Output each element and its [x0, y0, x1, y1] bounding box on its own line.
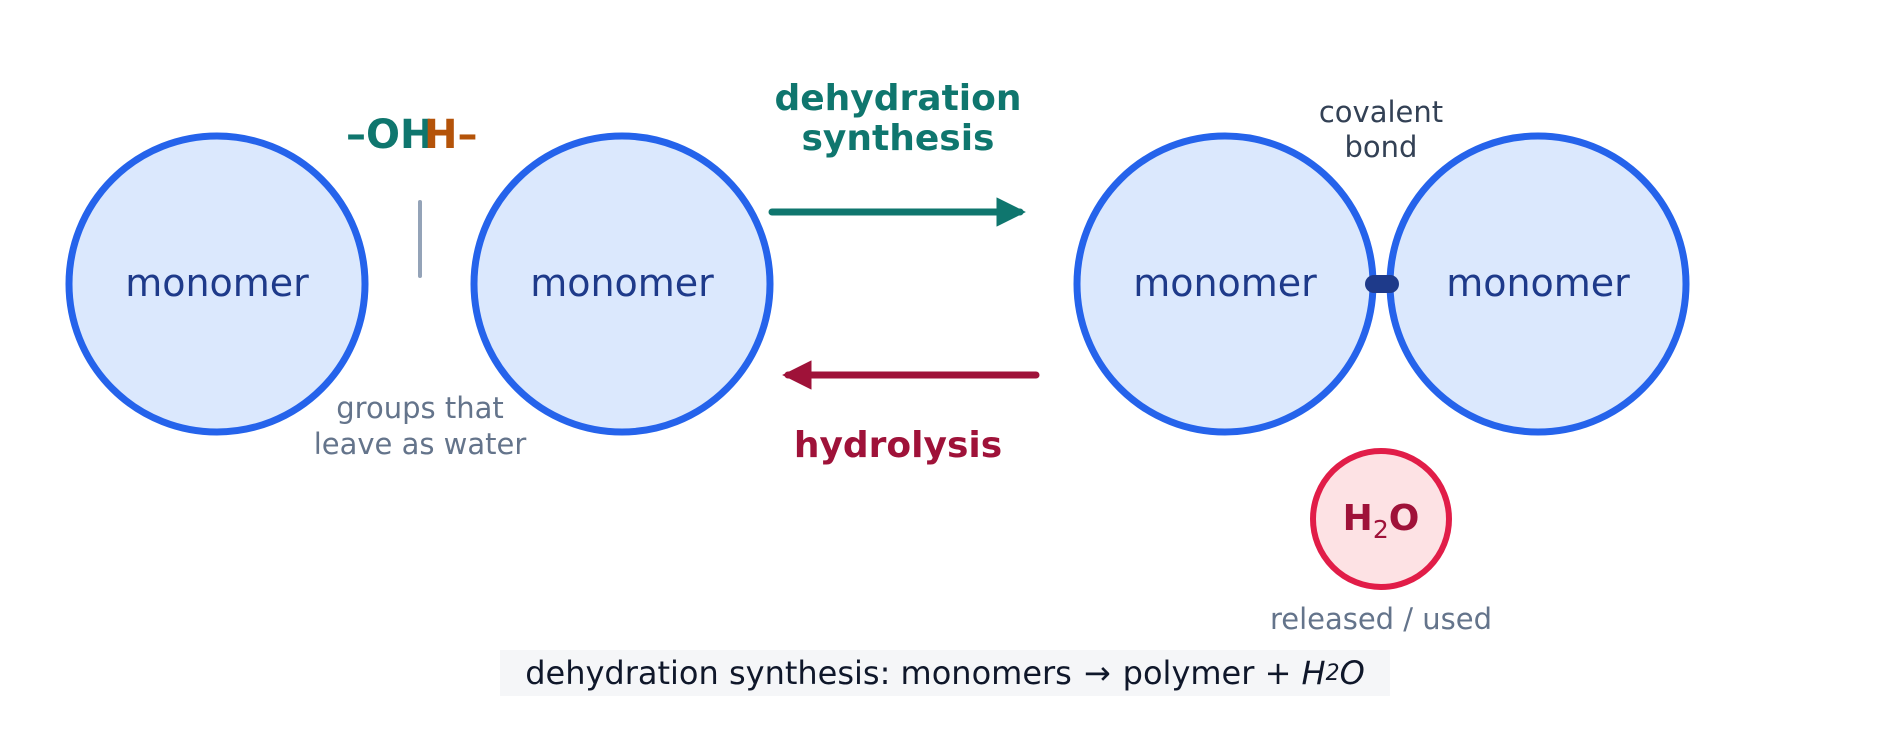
equation-water-o: O	[1339, 654, 1365, 692]
covalent-bond	[1365, 275, 1399, 293]
bond-label-line2: bond	[1345, 130, 1418, 164]
equation-caption: dehydration synthesis: monomers → polyme…	[500, 650, 1390, 696]
bond-label-line1: covalent	[1319, 95, 1443, 129]
equation-water-sub: 2	[1325, 660, 1340, 686]
monomer-right-a: monomer	[1073, 132, 1377, 436]
forward-label-line1: dehydration	[774, 78, 1021, 119]
monomer-left-a: monomer	[65, 132, 369, 436]
reverse-label: hydrolysis	[794, 425, 1002, 466]
water-note: released / used	[1270, 602, 1492, 636]
equation-water-h: H	[1301, 654, 1326, 692]
leaving-groups-note-line2: leave as water	[314, 427, 527, 461]
equation-product: polymer +	[1122, 654, 1302, 692]
leaving-groups-note-line1: groups that	[336, 391, 503, 425]
hydrogen-group-label: H–	[424, 112, 477, 158]
monomer-label: monomer	[1133, 261, 1317, 305]
forward-label-line2: synthesis	[802, 118, 995, 159]
monomer-left-b: monomer	[470, 132, 774, 436]
equation-arrow: →	[1083, 654, 1111, 692]
monomer-label: monomer	[530, 261, 714, 305]
monomer-right-b: monomer	[1386, 132, 1690, 436]
monomer-label: monomer	[125, 261, 309, 305]
monomer-label: monomer	[1446, 261, 1630, 305]
hydroxyl-group-label: –OH	[346, 112, 433, 158]
water-molecule: H2O	[1310, 448, 1452, 590]
water-formula: H2O	[1343, 498, 1420, 544]
equation-prefix: dehydration synthesis: monomers	[525, 654, 1072, 692]
